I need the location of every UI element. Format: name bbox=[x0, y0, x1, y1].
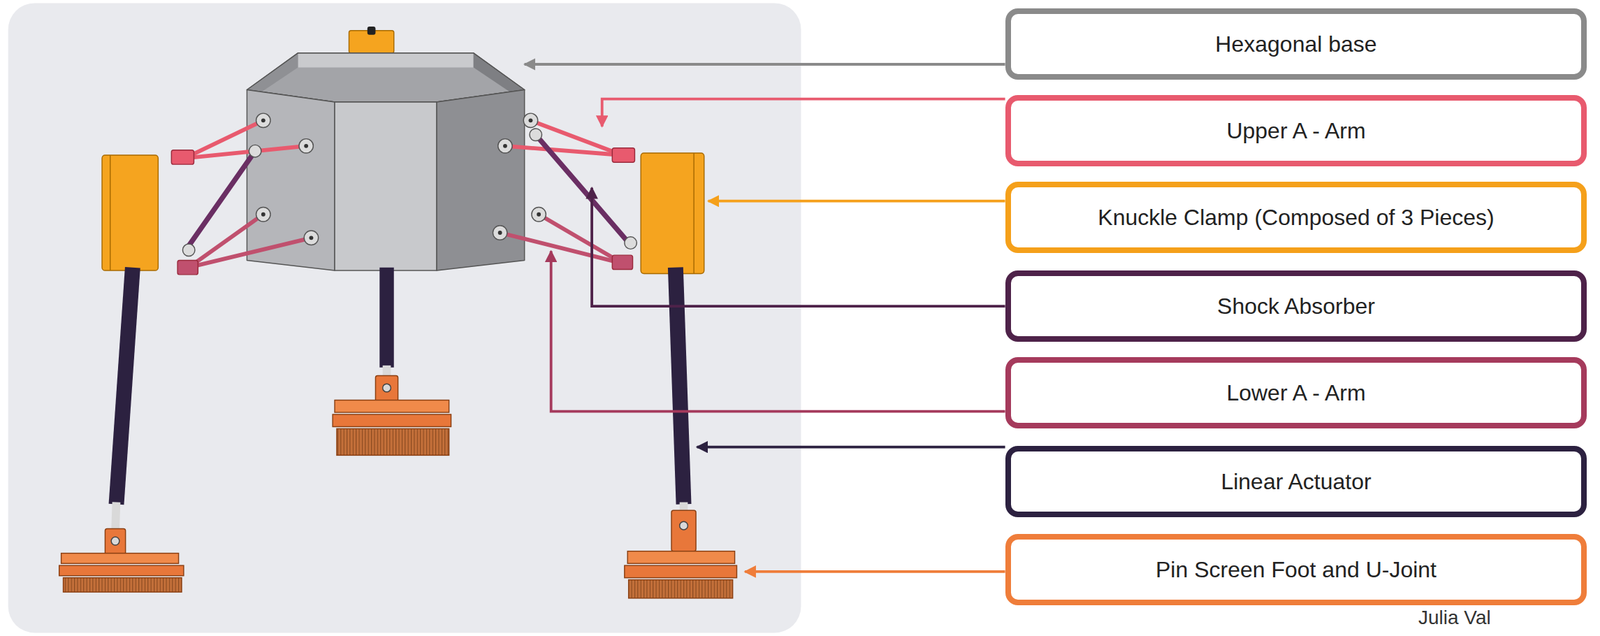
linear-actuator-part bbox=[379, 267, 394, 368]
mount-brackets-part bbox=[529, 128, 543, 142]
part-label: Upper A - Arm bbox=[1226, 118, 1366, 144]
pin-screen-foot-part bbox=[59, 565, 184, 576]
u-joint-pins-part bbox=[382, 383, 392, 392]
pin-screen-foot-part bbox=[61, 553, 179, 564]
hexagonal-base-part bbox=[334, 102, 437, 271]
label-box: Shock Absorber bbox=[1005, 270, 1587, 342]
mount-brackets-part bbox=[523, 113, 538, 128]
pin-screen-foot-part bbox=[627, 551, 735, 564]
mount-brackets-part bbox=[492, 225, 507, 240]
u-joint-pins bbox=[111, 383, 688, 545]
suspension-arms-part bbox=[530, 120, 622, 156]
label-box: Upper A - Arm bbox=[1005, 95, 1587, 167]
part-label: Hexagonal base bbox=[1215, 31, 1377, 58]
hexagonal-base bbox=[246, 53, 525, 271]
part-label: Shock Absorber bbox=[1217, 293, 1376, 320]
mount-brackets-part bbox=[256, 113, 271, 128]
mount-brackets-part bbox=[256, 206, 271, 221]
part-label: Pin Screen Foot and U-Joint bbox=[1155, 556, 1437, 583]
part-label: Knuckle Clamp (Composed of 3 Pieces) bbox=[1097, 204, 1494, 231]
leader-lines-part bbox=[708, 199, 1006, 203]
linear-actuator-part bbox=[115, 267, 133, 505]
leader-lines bbox=[524, 64, 1006, 572]
suspension-arms-part bbox=[188, 237, 311, 267]
mount-brackets-part bbox=[303, 230, 318, 245]
knuckle-clamp-part bbox=[109, 155, 111, 271]
pin-screen-foot-part bbox=[334, 400, 450, 413]
bracket-pins bbox=[261, 118, 541, 240]
mount-brackets-part bbox=[248, 144, 262, 158]
knuckle-clamp-part bbox=[640, 153, 705, 274]
knuckle-clamp-part bbox=[693, 153, 694, 274]
leader-lines-part bbox=[744, 570, 1005, 573]
back-knuckle-part bbox=[367, 26, 376, 35]
author-credit: Julia Val bbox=[1418, 606, 1492, 629]
pin-screen-foot-part bbox=[628, 579, 733, 599]
pin-screen-foot-part bbox=[671, 510, 696, 551]
label-box: Linear Actuator bbox=[1005, 445, 1587, 518]
leader-lines-part bbox=[551, 250, 1006, 411]
hexagonal-base-part bbox=[246, 53, 525, 103]
back-knuckle bbox=[348, 26, 394, 54]
mount-brackets bbox=[182, 113, 637, 256]
arm-joints-part bbox=[612, 148, 635, 163]
pin-screen-foot-part bbox=[336, 428, 450, 455]
bracket-pins-part bbox=[309, 235, 314, 240]
knuckle-clamp bbox=[102, 153, 705, 274]
knuckle-clamp-part bbox=[102, 155, 158, 271]
suspension-arms-part bbox=[185, 150, 256, 251]
part-label: Lower A - Arm bbox=[1226, 380, 1366, 406]
hexagonal-base-part bbox=[246, 53, 525, 103]
leader-lines-part bbox=[602, 99, 1006, 127]
bracket-pins-part bbox=[503, 143, 508, 149]
mount-brackets-part bbox=[182, 243, 195, 257]
label-box: Pin Screen Foot and U-Joint bbox=[1005, 533, 1587, 606]
label-box: Knuckle Clamp (Composed of 3 Pieces) bbox=[1005, 181, 1587, 253]
hexagonal-base-part bbox=[246, 53, 298, 96]
bracket-pins-part bbox=[498, 230, 503, 235]
bracket-pins-part bbox=[261, 212, 266, 217]
suspension-arms-part bbox=[500, 232, 623, 264]
illustration-panel bbox=[8, 2, 802, 633]
arm-joints-part bbox=[612, 255, 633, 269]
arm-joints-part bbox=[171, 150, 194, 165]
hexagonal-base-part bbox=[436, 90, 525, 272]
pin-screen-foot-part bbox=[332, 414, 451, 427]
suspension-arms-part bbox=[184, 146, 307, 159]
u-joint-pins-part bbox=[111, 536, 120, 545]
bracket-pins-part bbox=[528, 118, 534, 123]
mount-brackets-part bbox=[531, 206, 546, 221]
lander-illustration-part bbox=[8, 2, 1006, 633]
leader-lines-part bbox=[591, 187, 1006, 307]
leader-lines-part bbox=[697, 445, 1006, 449]
arm-joints bbox=[171, 148, 635, 275]
label-box: Lower A - Arm bbox=[1005, 357, 1587, 429]
leader-lines-part bbox=[524, 62, 1006, 66]
linear-actuator-part bbox=[675, 267, 685, 505]
mount-brackets-part bbox=[498, 139, 513, 154]
hexagonal-base-part bbox=[297, 53, 474, 68]
suspension-arms bbox=[184, 120, 631, 267]
linear-actuator-part bbox=[115, 502, 116, 532]
mount-brackets-part bbox=[624, 236, 638, 250]
bracket-pins-part bbox=[261, 118, 266, 123]
pin-screen-foot bbox=[59, 375, 738, 598]
label-box: Hexagonal base bbox=[1005, 8, 1587, 80]
mount-brackets-part bbox=[299, 139, 314, 154]
pin-screen-foot-part bbox=[624, 565, 738, 578]
u-joint-pins-part bbox=[679, 521, 689, 530]
bracket-pins-part bbox=[303, 143, 309, 149]
arm-joints-part bbox=[177, 259, 198, 274]
part-label: Linear Actuator bbox=[1220, 468, 1371, 495]
bracket-pins-part bbox=[536, 212, 541, 217]
pin-screen-foot-part bbox=[63, 577, 182, 592]
hexagonal-base-part bbox=[473, 53, 525, 96]
